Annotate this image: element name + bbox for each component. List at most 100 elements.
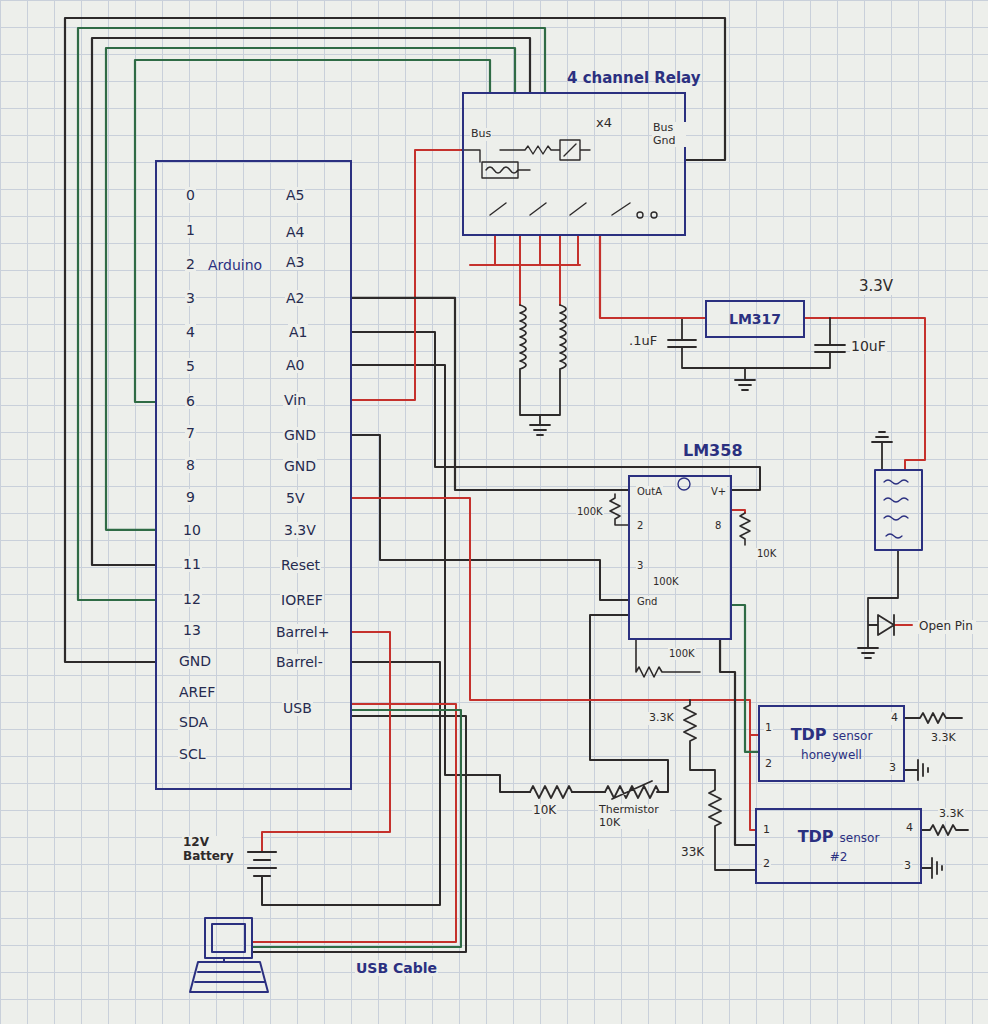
pin-label: 8 bbox=[185, 457, 196, 473]
value-label: 10uF bbox=[850, 338, 887, 354]
pin-number: 3 bbox=[903, 860, 912, 873]
wire-group bbox=[65, 18, 968, 992]
pin-label: 12 bbox=[182, 591, 202, 607]
red-wire bbox=[252, 150, 925, 942]
label-group: TDPsensor#2 bbox=[789, 827, 889, 865]
component-note: sensor bbox=[840, 831, 880, 845]
cable-label: USB Cable bbox=[355, 960, 438, 976]
pin-label: 0 bbox=[185, 187, 196, 203]
component-box: TDPsensorhoneywell bbox=[758, 705, 905, 782]
value-label: 100K bbox=[668, 648, 696, 660]
value-label: 33K bbox=[680, 846, 705, 860]
component-name: 4 channel Relay bbox=[567, 69, 701, 87]
pin-note: Open Pin bbox=[918, 620, 976, 634]
pin-label: A2 bbox=[285, 290, 305, 306]
pin-number: 1 bbox=[762, 824, 771, 837]
pin-label: Reset bbox=[280, 557, 321, 573]
pin-number: 4 bbox=[890, 712, 899, 725]
pin-label: Barrel- bbox=[275, 654, 324, 670]
pin-label: Barrel+ bbox=[275, 624, 330, 640]
battery-label: 12V Battery bbox=[182, 836, 242, 864]
pin-label: V+ bbox=[710, 486, 727, 498]
voltage-label: 3.3V bbox=[858, 278, 894, 295]
component-name: LM317 bbox=[729, 311, 781, 328]
pin-label: 3.3V bbox=[283, 522, 317, 538]
component-name: LM358 bbox=[683, 441, 743, 460]
wire-connection bbox=[106, 48, 515, 530]
pin-label: A0 bbox=[285, 357, 305, 373]
capacitor-symbol bbox=[668, 318, 845, 390]
wire-connection bbox=[600, 236, 705, 318]
pin-label: GND bbox=[283, 427, 317, 443]
value-label: 100K bbox=[652, 576, 680, 588]
resistor-symbol bbox=[740, 513, 750, 545]
pin-number: 1 bbox=[764, 722, 773, 735]
pin-label: 3 bbox=[636, 560, 644, 572]
value-label: Thermistor 10K bbox=[598, 804, 670, 829]
value-label: .1uF bbox=[628, 334, 658, 349]
pin-label: 6 bbox=[185, 393, 196, 409]
switch-contact bbox=[651, 212, 657, 218]
pin-number: 4 bbox=[905, 822, 914, 835]
value-label: 3.3K bbox=[648, 712, 675, 725]
pin-number: 2 bbox=[762, 858, 771, 871]
pin-label: A1 bbox=[288, 324, 308, 340]
terminal-label: Bus Gnd bbox=[652, 122, 686, 147]
pin-label: 3 bbox=[185, 290, 196, 306]
pin-label: A5 bbox=[285, 187, 305, 203]
resistor-symbol bbox=[636, 640, 700, 677]
sensor-module-scribble bbox=[884, 480, 908, 538]
wire-connection bbox=[352, 298, 628, 490]
pin-label: A4 bbox=[285, 224, 305, 240]
pin-label: 8 bbox=[714, 520, 722, 532]
thermistor-symbol bbox=[605, 781, 659, 799]
relay-internals bbox=[462, 140, 630, 215]
chip-notch bbox=[678, 478, 690, 490]
pin-label: 1 bbox=[185, 222, 196, 238]
pin-label: SDA bbox=[178, 714, 209, 730]
pin-label: Vin bbox=[283, 392, 307, 408]
diode-symbol bbox=[858, 550, 898, 658]
relay-coil-load bbox=[520, 305, 566, 435]
component-box: LM317 bbox=[705, 300, 805, 338]
pin-label: 7 bbox=[185, 425, 196, 441]
label-group: 4 channel Relay bbox=[564, 68, 704, 87]
pin-label: 13 bbox=[182, 622, 202, 638]
label-group: TDPsensorhoneywell bbox=[782, 724, 882, 762]
pin-label: 11 bbox=[182, 556, 202, 572]
green-wire bbox=[252, 710, 461, 947]
pin-number: 3 bbox=[888, 762, 897, 775]
ground-loop-wire bbox=[65, 18, 725, 662]
pin-label: USB bbox=[282, 700, 313, 716]
component-box: TDPsensor#2 bbox=[755, 808, 922, 884]
switch-contact bbox=[637, 212, 643, 218]
label-group: LM317 bbox=[726, 309, 784, 328]
pin-label: 5 bbox=[185, 358, 196, 374]
component-box: LM358 bbox=[628, 475, 732, 640]
pin-label: GND bbox=[178, 653, 212, 669]
value-label: 10K bbox=[756, 548, 777, 560]
resistor-symbol bbox=[905, 713, 962, 723]
component-note: #2 bbox=[830, 850, 848, 864]
resistor-symbol bbox=[610, 494, 628, 525]
pin-label: 2 bbox=[636, 520, 644, 532]
pin-label: 2 bbox=[185, 256, 196, 272]
component-name: TDP bbox=[791, 724, 827, 743]
component-name: Arduino bbox=[208, 257, 262, 274]
laptop-icon bbox=[190, 918, 268, 992]
wire-connection bbox=[720, 640, 755, 845]
sensor-module bbox=[875, 470, 922, 550]
label-group: Arduino bbox=[205, 255, 265, 274]
pin-label: SCL bbox=[178, 746, 206, 762]
pin-label: IOREF bbox=[280, 592, 324, 608]
black-wire bbox=[252, 332, 760, 952]
pin-label: A3 bbox=[285, 254, 305, 270]
value-label: 10K bbox=[532, 804, 557, 818]
battery-symbol bbox=[248, 852, 276, 876]
pin-label: 4 bbox=[185, 324, 196, 340]
value-label: 100K bbox=[576, 506, 604, 518]
label-group: LM358 bbox=[680, 441, 746, 460]
